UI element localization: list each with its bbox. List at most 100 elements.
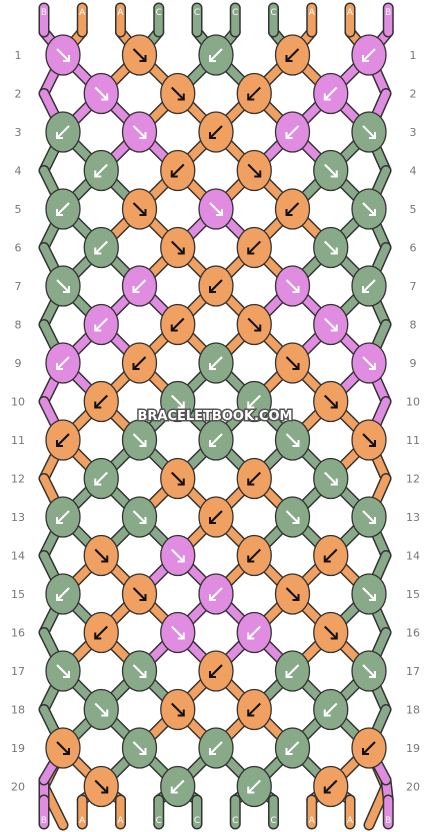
knot-arrow <box>56 741 70 755</box>
string-tab: C <box>191 794 203 830</box>
knot <box>313 303 349 346</box>
knot <box>160 765 196 808</box>
knot <box>45 188 81 230</box>
knot <box>83 534 119 577</box>
string-label: C <box>156 8 162 18</box>
row-number-left: 9 <box>15 357 22 370</box>
row-number-left: 5 <box>15 203 22 216</box>
string-label: C <box>194 8 200 18</box>
knot <box>274 650 311 692</box>
knot-arrow <box>209 279 223 293</box>
string-label: C <box>156 816 162 826</box>
knot-arrow <box>94 471 108 486</box>
knot-arrow <box>209 433 223 447</box>
knot-arrow <box>324 625 338 640</box>
knot-arrow <box>285 356 300 370</box>
row-number-right: 12 <box>406 473 420 486</box>
row-number-right: 15 <box>406 588 420 601</box>
knot-arrow <box>132 587 147 601</box>
knot <box>274 419 311 461</box>
knot-arrow <box>209 48 223 62</box>
string-label: C <box>232 816 238 826</box>
knot <box>274 727 311 769</box>
string-tab: C <box>191 2 203 38</box>
knot <box>351 650 387 692</box>
row-number-right: 4 <box>410 165 417 178</box>
string-label: A <box>117 816 124 826</box>
knot-arrow <box>56 279 70 293</box>
watermark: BRACELETBOOK.COM <box>138 409 293 424</box>
knot-arrow <box>132 356 147 370</box>
string-tab: C <box>153 794 165 830</box>
knot <box>313 457 349 500</box>
knot <box>121 188 158 230</box>
row-number-right: 2 <box>410 88 417 101</box>
row-number-left: 2 <box>15 88 22 101</box>
knot-arrow <box>285 433 300 447</box>
knot-arrow <box>362 125 376 139</box>
knot-arrow <box>56 48 70 62</box>
knot <box>83 457 119 500</box>
knot-arrow <box>132 279 147 293</box>
row-number-right: 6 <box>410 242 417 255</box>
row-number-right: 20 <box>406 781 420 794</box>
row-number-left: 17 <box>11 665 25 678</box>
string-tab: A <box>306 2 318 38</box>
knot-arrow <box>94 394 108 409</box>
knot-arrow <box>56 510 70 524</box>
knot <box>45 573 81 615</box>
knot <box>274 496 311 538</box>
knot-arrow <box>94 779 108 794</box>
knot <box>121 342 158 384</box>
string-label: A <box>117 8 124 18</box>
knot <box>45 419 81 461</box>
knot <box>83 226 119 269</box>
row-number-right: 17 <box>406 665 420 678</box>
knot <box>198 573 234 615</box>
knot-arrow <box>209 510 223 524</box>
knot-arrow <box>171 163 185 178</box>
knot-arrow <box>362 356 376 370</box>
knot <box>198 496 234 538</box>
knot <box>121 111 158 153</box>
knot <box>236 303 272 346</box>
knot-grid <box>45 34 387 808</box>
knot-arrow <box>132 433 147 447</box>
string-label: B <box>41 8 47 18</box>
knot <box>236 534 272 577</box>
string-label: A <box>309 816 316 826</box>
knot <box>160 226 196 269</box>
row-number-left: 6 <box>15 242 22 255</box>
knot-arrow <box>56 664 70 678</box>
knot-arrow <box>56 202 70 216</box>
knot-arrow <box>247 86 261 101</box>
knot-arrow <box>324 548 338 563</box>
knot-arrow <box>247 317 261 332</box>
knot <box>83 688 119 731</box>
knot-arrow <box>324 471 338 486</box>
knot <box>313 380 349 423</box>
knot <box>274 265 311 307</box>
knot-arrow <box>209 664 223 678</box>
knot-arrow <box>247 548 261 563</box>
knot-arrow <box>362 48 376 62</box>
knot-arrow <box>362 279 376 293</box>
knot <box>45 727 81 769</box>
string-tab: A <box>76 794 88 830</box>
knot <box>121 727 158 769</box>
knot <box>351 419 387 461</box>
knot-arrow <box>285 741 300 755</box>
row-number-left: 4 <box>15 165 22 178</box>
knot-arrow <box>362 202 376 216</box>
string-tab: B <box>382 794 394 830</box>
knot-arrow <box>247 625 261 640</box>
knot-arrow <box>362 664 376 678</box>
string-tab: C <box>229 794 241 830</box>
knot-arrow <box>362 741 376 755</box>
knot-arrow <box>132 741 147 755</box>
string-label: A <box>347 816 354 826</box>
knot <box>121 265 158 307</box>
knot-arrow <box>324 86 338 101</box>
knot-arrow <box>171 394 185 409</box>
